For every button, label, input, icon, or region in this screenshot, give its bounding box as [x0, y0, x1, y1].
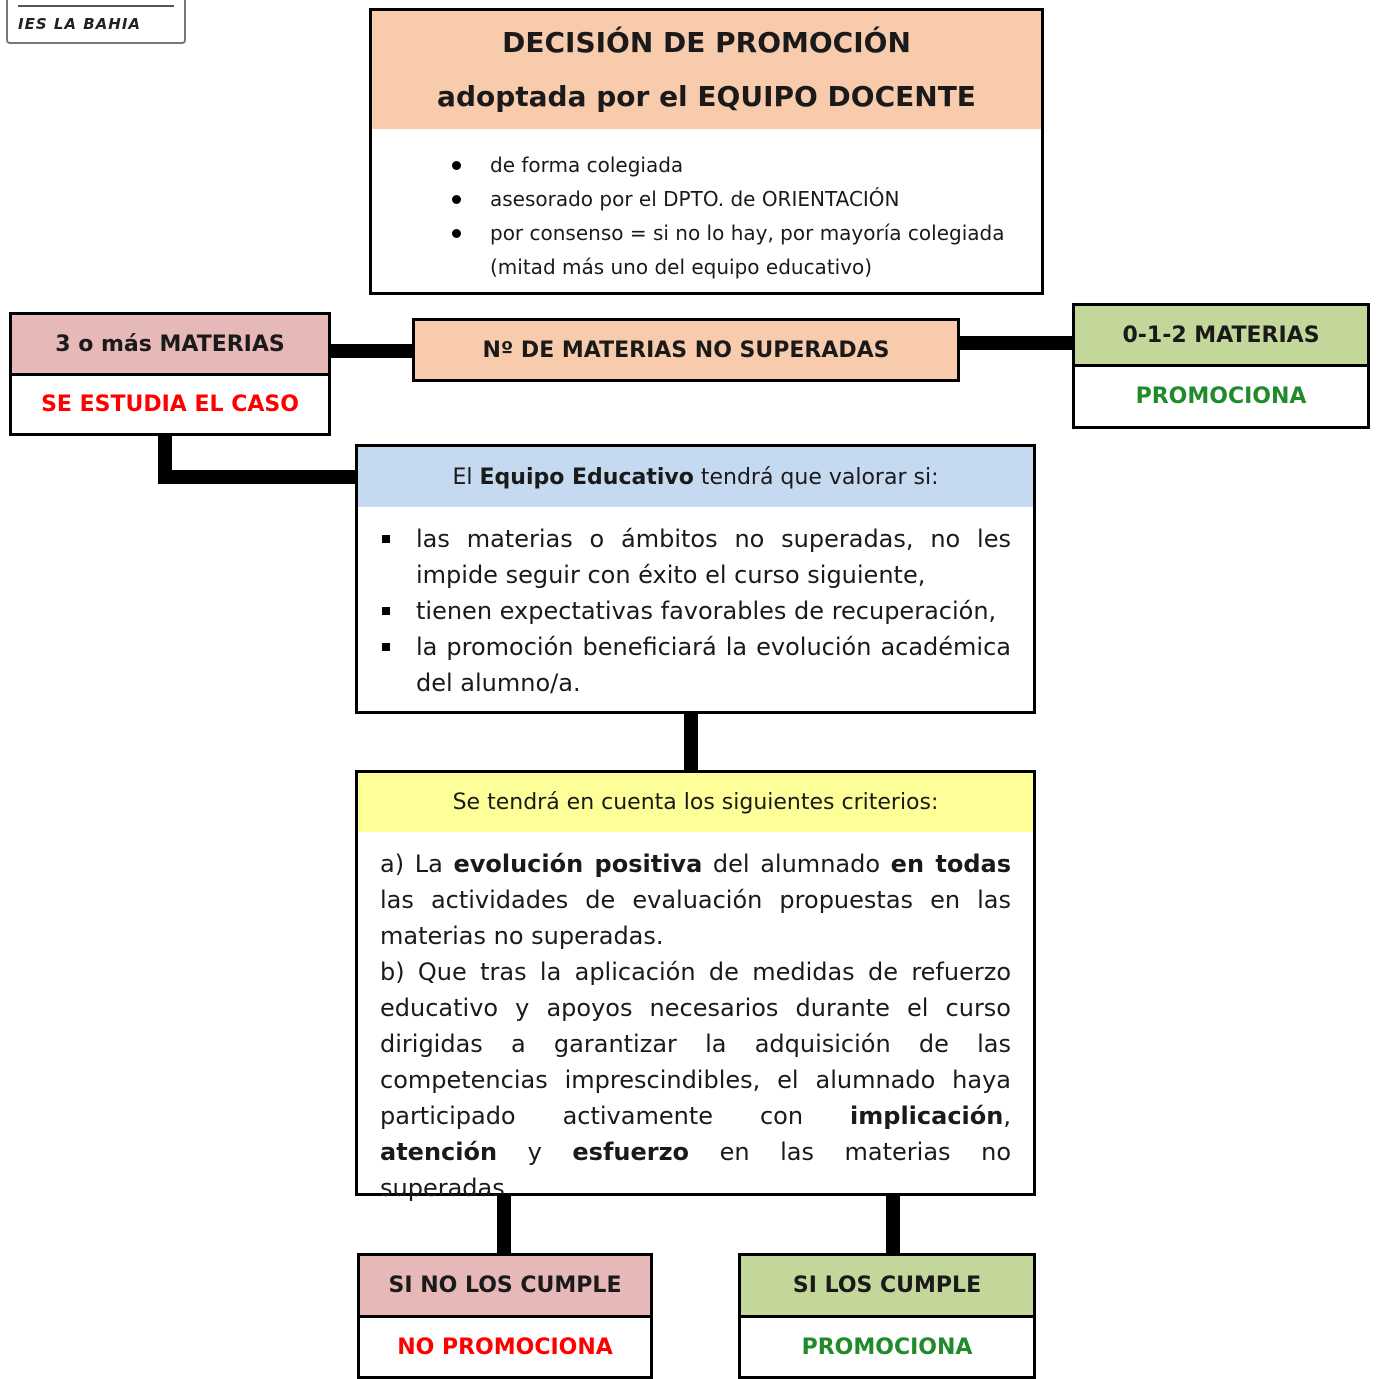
outcome-yes-result: PROMOCIONA: [738, 1315, 1036, 1379]
valorar-bullets-box: las materias o ámbitos no superadas, no …: [355, 507, 1036, 714]
outcome-no-label: SI NO LOS CUMPLE: [357, 1253, 653, 1318]
valorar-bullet: la promoción beneficiará la evolución ac…: [380, 629, 1011, 701]
connector-elbow-horizontal: [158, 470, 358, 484]
title-box: DECISIÓN DE PROMOCIÓN adoptada por el EQ…: [369, 8, 1044, 132]
title-bullet: por consenso = si no lo hay, por mayoría…: [452, 216, 1021, 284]
valorar-suffix: tendrá que valorar si:: [693, 464, 939, 490]
outcome-yes-label: SI LOS CUMPLE: [738, 1253, 1036, 1318]
center-node: Nº DE MATERIAS NO SUPERADAS: [412, 318, 960, 382]
connector-left-horizontal: [330, 344, 414, 358]
school-logo: IES LA BAHIA: [6, 0, 186, 44]
right-branch-result: PROMOCIONA: [1072, 364, 1370, 429]
valorar-bullet: tienen expectativas favorables de recupe…: [380, 593, 1011, 629]
title-bullet: de forma colegiada: [452, 148, 1021, 182]
valorar-strong: Equipo Educativo: [479, 464, 694, 490]
connector-to-no: [497, 1194, 511, 1256]
outcome-no-result: NO PROMOCIONA: [357, 1315, 653, 1379]
logo-line: [18, 5, 174, 7]
criteria-b: b) Que tras la aplicación de medidas de …: [380, 958, 1011, 1202]
left-branch-label: 3 o más MATERIAS: [9, 312, 331, 376]
title-line-1: DECISIÓN DE PROMOCIÓN: [502, 26, 911, 59]
left-branch-result: SE ESTUDIA EL CASO: [9, 373, 331, 436]
connector-right-horizontal: [958, 336, 1074, 350]
title-line-2: adoptada por el EQUIPO DOCENTE: [437, 80, 976, 113]
connector-vertical-middle: [684, 712, 698, 774]
valorar-prefix: El: [452, 464, 480, 490]
criteria-box: a) La evolución positiva del alumnado en…: [355, 832, 1036, 1202]
logo-text: IES LA BAHIA: [18, 15, 142, 33]
connector-to-yes: [886, 1194, 900, 1256]
valorar-heading: El Equipo Educativo tendrá que valorar s…: [355, 444, 1036, 510]
title-bullet: asesorado por el DPTO. de ORIENTACIÓN: [452, 182, 1021, 216]
valorar-bullet: las materias o ámbitos no superadas, no …: [380, 521, 1011, 593]
criteria-a: a) La evolución positiva del alumnado en…: [380, 850, 1012, 950]
right-branch-label: 0-1-2 MATERIAS: [1072, 303, 1370, 367]
title-bullets-box: de forma colegiada asesorado por el DPTO…: [369, 129, 1044, 295]
criteria-heading: Se tendrá en cuenta los siguientes crite…: [355, 770, 1036, 835]
